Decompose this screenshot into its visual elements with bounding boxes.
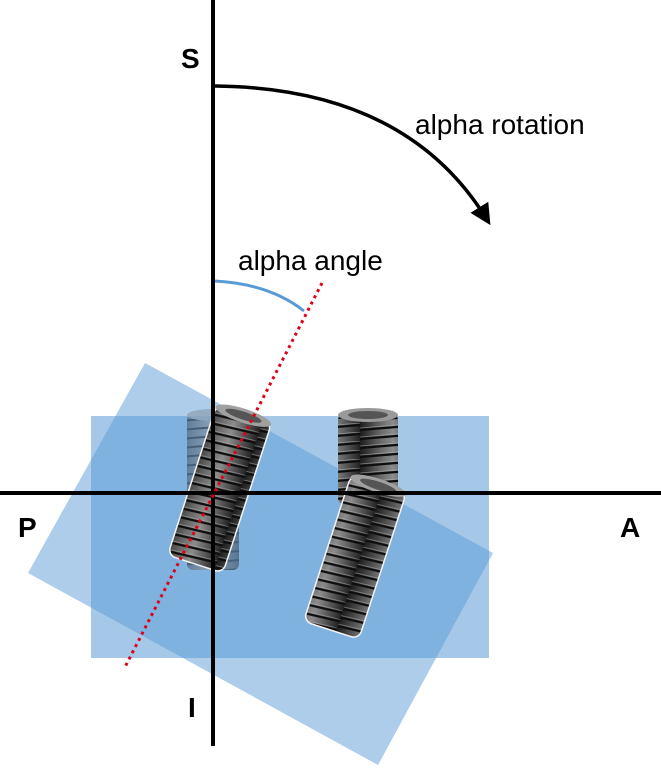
- label-inferior: I: [188, 692, 196, 723]
- implant-tilted-left: [169, 404, 272, 572]
- alpha-rotation-arrow: [214, 84, 491, 226]
- label-posterior: P: [18, 512, 37, 543]
- label-superior: S: [181, 43, 200, 74]
- label-anterior: A: [620, 512, 640, 543]
- label-alpha-angle: alpha angle: [238, 245, 383, 276]
- rotated-plane: [28, 363, 493, 765]
- alpha-angle-arc: [214, 279, 305, 313]
- implant-axis-line: [122, 282, 324, 670]
- label-alpha-rotation: alpha rotation: [415, 109, 585, 140]
